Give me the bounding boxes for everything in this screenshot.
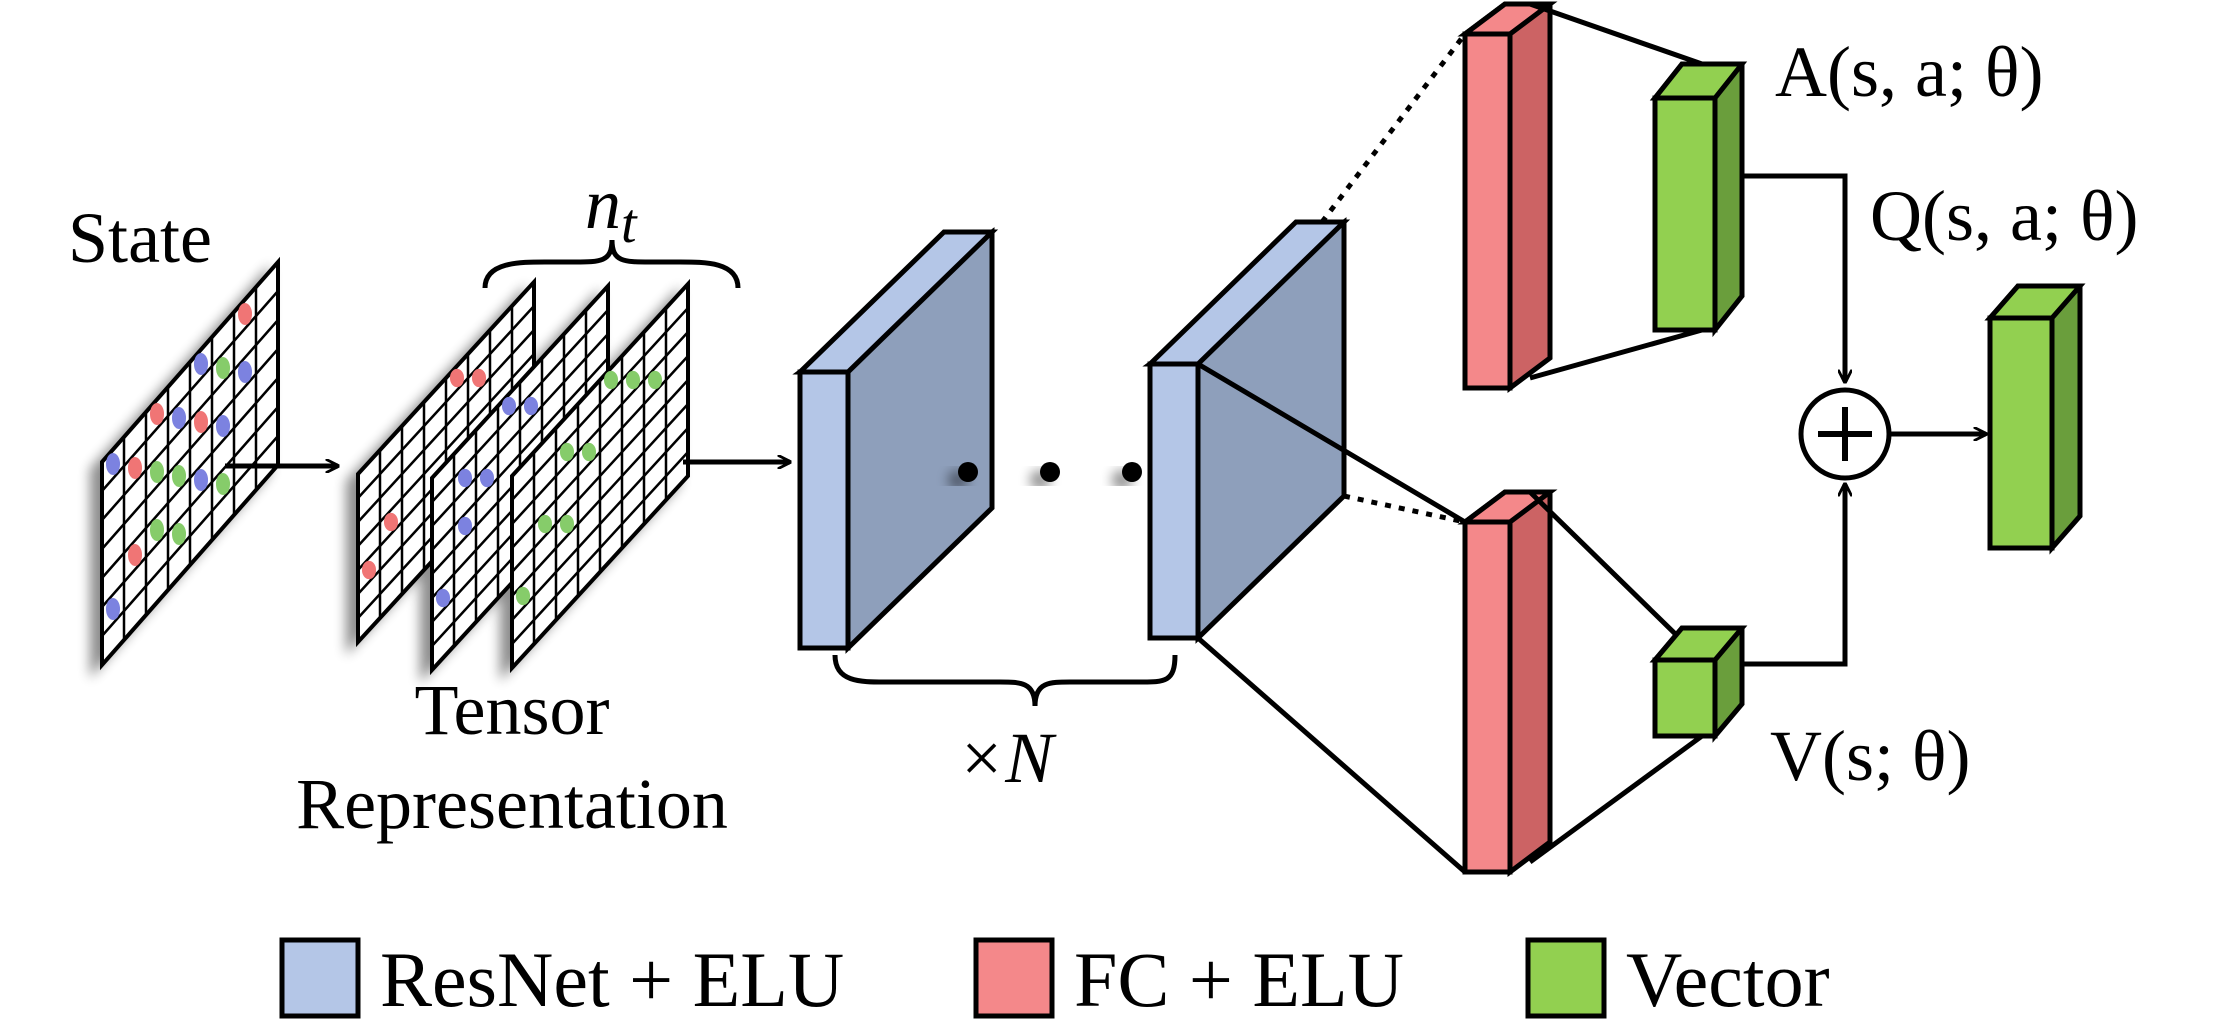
legend-item-resnet: ResNet + ELU xyxy=(279,936,844,1019)
vector-advantage-front xyxy=(1652,95,1718,333)
grid-dot xyxy=(149,518,165,542)
tensor-label-line2: Representation xyxy=(296,764,728,844)
grid-dot xyxy=(215,356,231,380)
grid-dot xyxy=(149,460,165,484)
legend-label-fc: FC + ELU xyxy=(1074,936,1404,1019)
grid-dot xyxy=(449,368,465,388)
grid-dot xyxy=(105,452,121,476)
grid-dot xyxy=(603,370,619,390)
arrow-value-to-sum xyxy=(1742,484,1845,667)
nt-symbol: n xyxy=(585,164,621,244)
times-n-label: ×N xyxy=(957,718,1058,798)
grid-dot xyxy=(479,468,495,488)
grid-dot xyxy=(149,402,165,426)
grid-dot xyxy=(171,406,187,430)
grid-dot xyxy=(471,368,487,388)
legend-item-vector: Vector xyxy=(1525,936,1830,1019)
grid-dot xyxy=(501,396,517,416)
grid-dot xyxy=(215,472,231,496)
tensor-grids xyxy=(356,276,690,676)
resnet-block-1-front xyxy=(797,369,851,651)
grid-dot xyxy=(171,464,187,488)
grid-dot xyxy=(537,514,553,534)
vector-value-front xyxy=(1652,657,1718,739)
grid-dot xyxy=(361,560,377,580)
resnet-block-1 xyxy=(792,227,999,654)
grid-dot xyxy=(105,597,121,621)
grid-dot xyxy=(457,516,473,536)
value-label: V(s; θ) xyxy=(1770,716,1970,796)
resnet-block-2 xyxy=(1142,217,1351,644)
grid-dot xyxy=(193,352,209,376)
vector-advantage xyxy=(1649,61,1748,338)
grid-dot xyxy=(127,456,143,480)
advantage-label: A(s, a; θ) xyxy=(1775,32,2043,112)
grid-dot xyxy=(559,442,575,462)
fc-upper-front xyxy=(1462,31,1513,391)
dotted-link-top xyxy=(1320,32,1467,224)
link-resnet-to-fc-lower-bottom xyxy=(1196,636,1467,874)
legend-item-fc: FC + ELU xyxy=(973,936,1404,1019)
vector-q xyxy=(1984,283,2086,555)
legend-swatch-resnet xyxy=(279,937,361,1019)
grid-dot xyxy=(127,543,143,567)
grid-dot xyxy=(193,468,209,492)
state-label: State xyxy=(68,198,212,278)
grid-dot xyxy=(523,396,539,416)
fc-lower-front xyxy=(1462,519,1513,875)
fc-block-lower xyxy=(1457,489,1558,877)
grid-dot xyxy=(559,514,575,534)
grid-dot xyxy=(237,302,253,326)
vector-value xyxy=(1649,625,1748,743)
legend-label-resnet: ResNet + ELU xyxy=(380,936,844,1019)
grid-dot xyxy=(383,512,399,532)
grid-dot xyxy=(647,370,663,390)
legend-label-vector: Vector xyxy=(1626,936,1830,1019)
brace-times-n xyxy=(832,654,1178,707)
state-grid-cells xyxy=(100,256,280,671)
fc-block-upper xyxy=(1457,1,1558,393)
grid-dot xyxy=(171,522,187,546)
q-value-label: Q(s, a; θ) xyxy=(1870,176,2138,256)
legend: ResNet + ELU FC + ELU Vector xyxy=(279,936,1830,1019)
grid-dot xyxy=(237,360,253,384)
grid-dot xyxy=(215,414,231,438)
grid-dot xyxy=(193,410,209,434)
tensor-grid-green xyxy=(510,278,690,674)
state-grid xyxy=(100,256,280,671)
tensor-label-line1: Tensor xyxy=(415,670,610,750)
grid-dot xyxy=(435,588,451,608)
vector-q-front xyxy=(1987,315,2055,551)
grid-dot xyxy=(625,370,641,390)
ellipsis-dots xyxy=(958,462,1142,482)
grid-dot xyxy=(515,586,531,606)
nt-label: nt xyxy=(585,164,638,255)
legend-swatch-fc xyxy=(973,937,1055,1019)
link-fc-lower-bottom xyxy=(1528,733,1704,865)
link-resnet-to-fc-lower-top xyxy=(1196,361,1467,525)
link-fc-upper-bottom xyxy=(1529,327,1703,381)
grid-dot xyxy=(457,468,473,488)
nt-subscript: t xyxy=(621,193,638,255)
arrow-advantage-to-sum xyxy=(1742,173,1845,382)
link-fc-lower-top xyxy=(1528,490,1704,662)
sum-node xyxy=(1798,387,1892,481)
grid-dot xyxy=(581,442,597,462)
legend-swatch-vector xyxy=(1525,937,1607,1019)
dotted-link-bottom xyxy=(1343,493,1466,525)
brace-nt xyxy=(482,239,741,289)
link-fc-upper-top xyxy=(1529,1,1703,67)
resnet-block-2-front xyxy=(1147,361,1201,641)
